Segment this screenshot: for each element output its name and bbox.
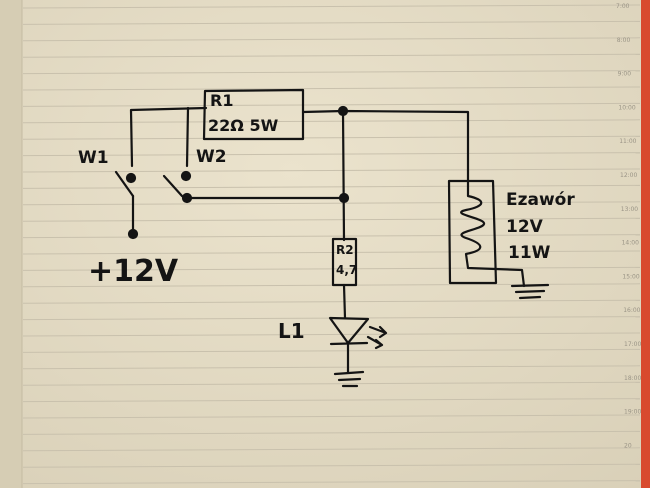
ruled-line (22, 53, 641, 58)
ruled-line (22, 201, 641, 206)
ruled-line (22, 447, 641, 452)
ruled-line (22, 4, 641, 9)
ruled-line (22, 365, 641, 370)
hour-mark-label: 20 (624, 442, 632, 449)
w1-lever (114, 170, 135, 198)
w1-terminal (127, 228, 139, 240)
wire-w2-top (185, 106, 190, 168)
ruled-line (22, 86, 641, 91)
r1-value-label: 22Ω 5W (208, 116, 279, 135)
ruled-line (22, 234, 641, 239)
led-bar (329, 341, 369, 346)
w2-contact-top (180, 170, 192, 182)
left-page-edge (0, 0, 22, 488)
led-ground-symbol (333, 370, 365, 388)
ruled-line (22, 266, 641, 271)
ruled-line (22, 184, 641, 189)
w1-contact-top (125, 172, 137, 184)
ruled-line (22, 119, 641, 124)
wire-vertical-mid (341, 109, 346, 242)
hour-mark-label: 13:00 (621, 206, 638, 213)
heater-coil (460, 179, 526, 288)
ruled-line (22, 250, 641, 255)
led-label: L1 (278, 319, 305, 343)
hour-mark-label: 10:00 (618, 104, 635, 111)
wire-r2-to-led (342, 283, 347, 320)
heater-power-label: 11W (508, 243, 551, 263)
r1-name-label: R1 (210, 91, 233, 110)
hour-mark-label: 8:00 (617, 37, 631, 44)
hour-mark-label: 16:00 (623, 307, 640, 314)
w2-label: W2 (196, 147, 227, 167)
heater-box (447, 179, 498, 285)
hour-mark-label: 7:00 (616, 3, 630, 10)
ruled-line (22, 348, 641, 353)
ruled-line (22, 152, 641, 157)
w2-lever (162, 174, 184, 198)
circuit-schematic (114, 88, 550, 388)
ruled-line (22, 381, 641, 386)
hour-mark-label: 11:00 (619, 138, 636, 145)
led-arrow-2 (366, 335, 384, 350)
ruled-line (22, 102, 641, 107)
hour-mark-label: 15:00 (622, 273, 639, 280)
hour-mark-label: 18:00 (624, 375, 641, 382)
hour-mark-label: 14:00 (622, 240, 639, 247)
ruled-lines (22, 4, 641, 485)
supply-voltage-label: +12V (88, 254, 179, 289)
heater-voltage-label: 12V (506, 217, 544, 237)
w1-label: W1 (78, 148, 109, 168)
ruled-line (22, 398, 641, 403)
hour-marks: 7:00 8:00 9:00 10:00 11:00 12:00 13:00 14:00 15:… (616, 3, 641, 449)
ruled-line (22, 70, 641, 75)
ruled-line (22, 168, 641, 173)
hour-mark-label: 17:00 (624, 341, 641, 348)
led-arrow-1 (368, 325, 388, 339)
r2-value-label: 4,7 (336, 263, 357, 277)
r2-resistor-body (331, 237, 358, 287)
ruled-line (22, 299, 641, 304)
led-triangle (328, 316, 370, 345)
ruled-line (22, 217, 641, 222)
ruled-line (22, 463, 641, 468)
r1-resistor-body (202, 88, 305, 141)
hour-mark-label: 12:00 (620, 172, 637, 179)
wire-r1-right (301, 109, 470, 183)
ruled-line (22, 430, 641, 435)
ruled-line (22, 480, 641, 485)
ruled-line (22, 20, 641, 25)
ruled-line (22, 37, 641, 42)
ruled-line (22, 135, 641, 140)
hour-mark-label: 9:00 (618, 71, 632, 78)
heater-ground-symbol (510, 283, 550, 300)
ruled-line (22, 414, 641, 419)
bookmark-ribbon (641, 0, 650, 488)
ruled-line (22, 332, 641, 337)
wire-top-left (129, 106, 208, 168)
hour-mark-label: 19:00 (624, 409, 641, 416)
r2-name-label: R2 (336, 243, 354, 257)
heater-title-label: Ezawór (506, 190, 575, 210)
